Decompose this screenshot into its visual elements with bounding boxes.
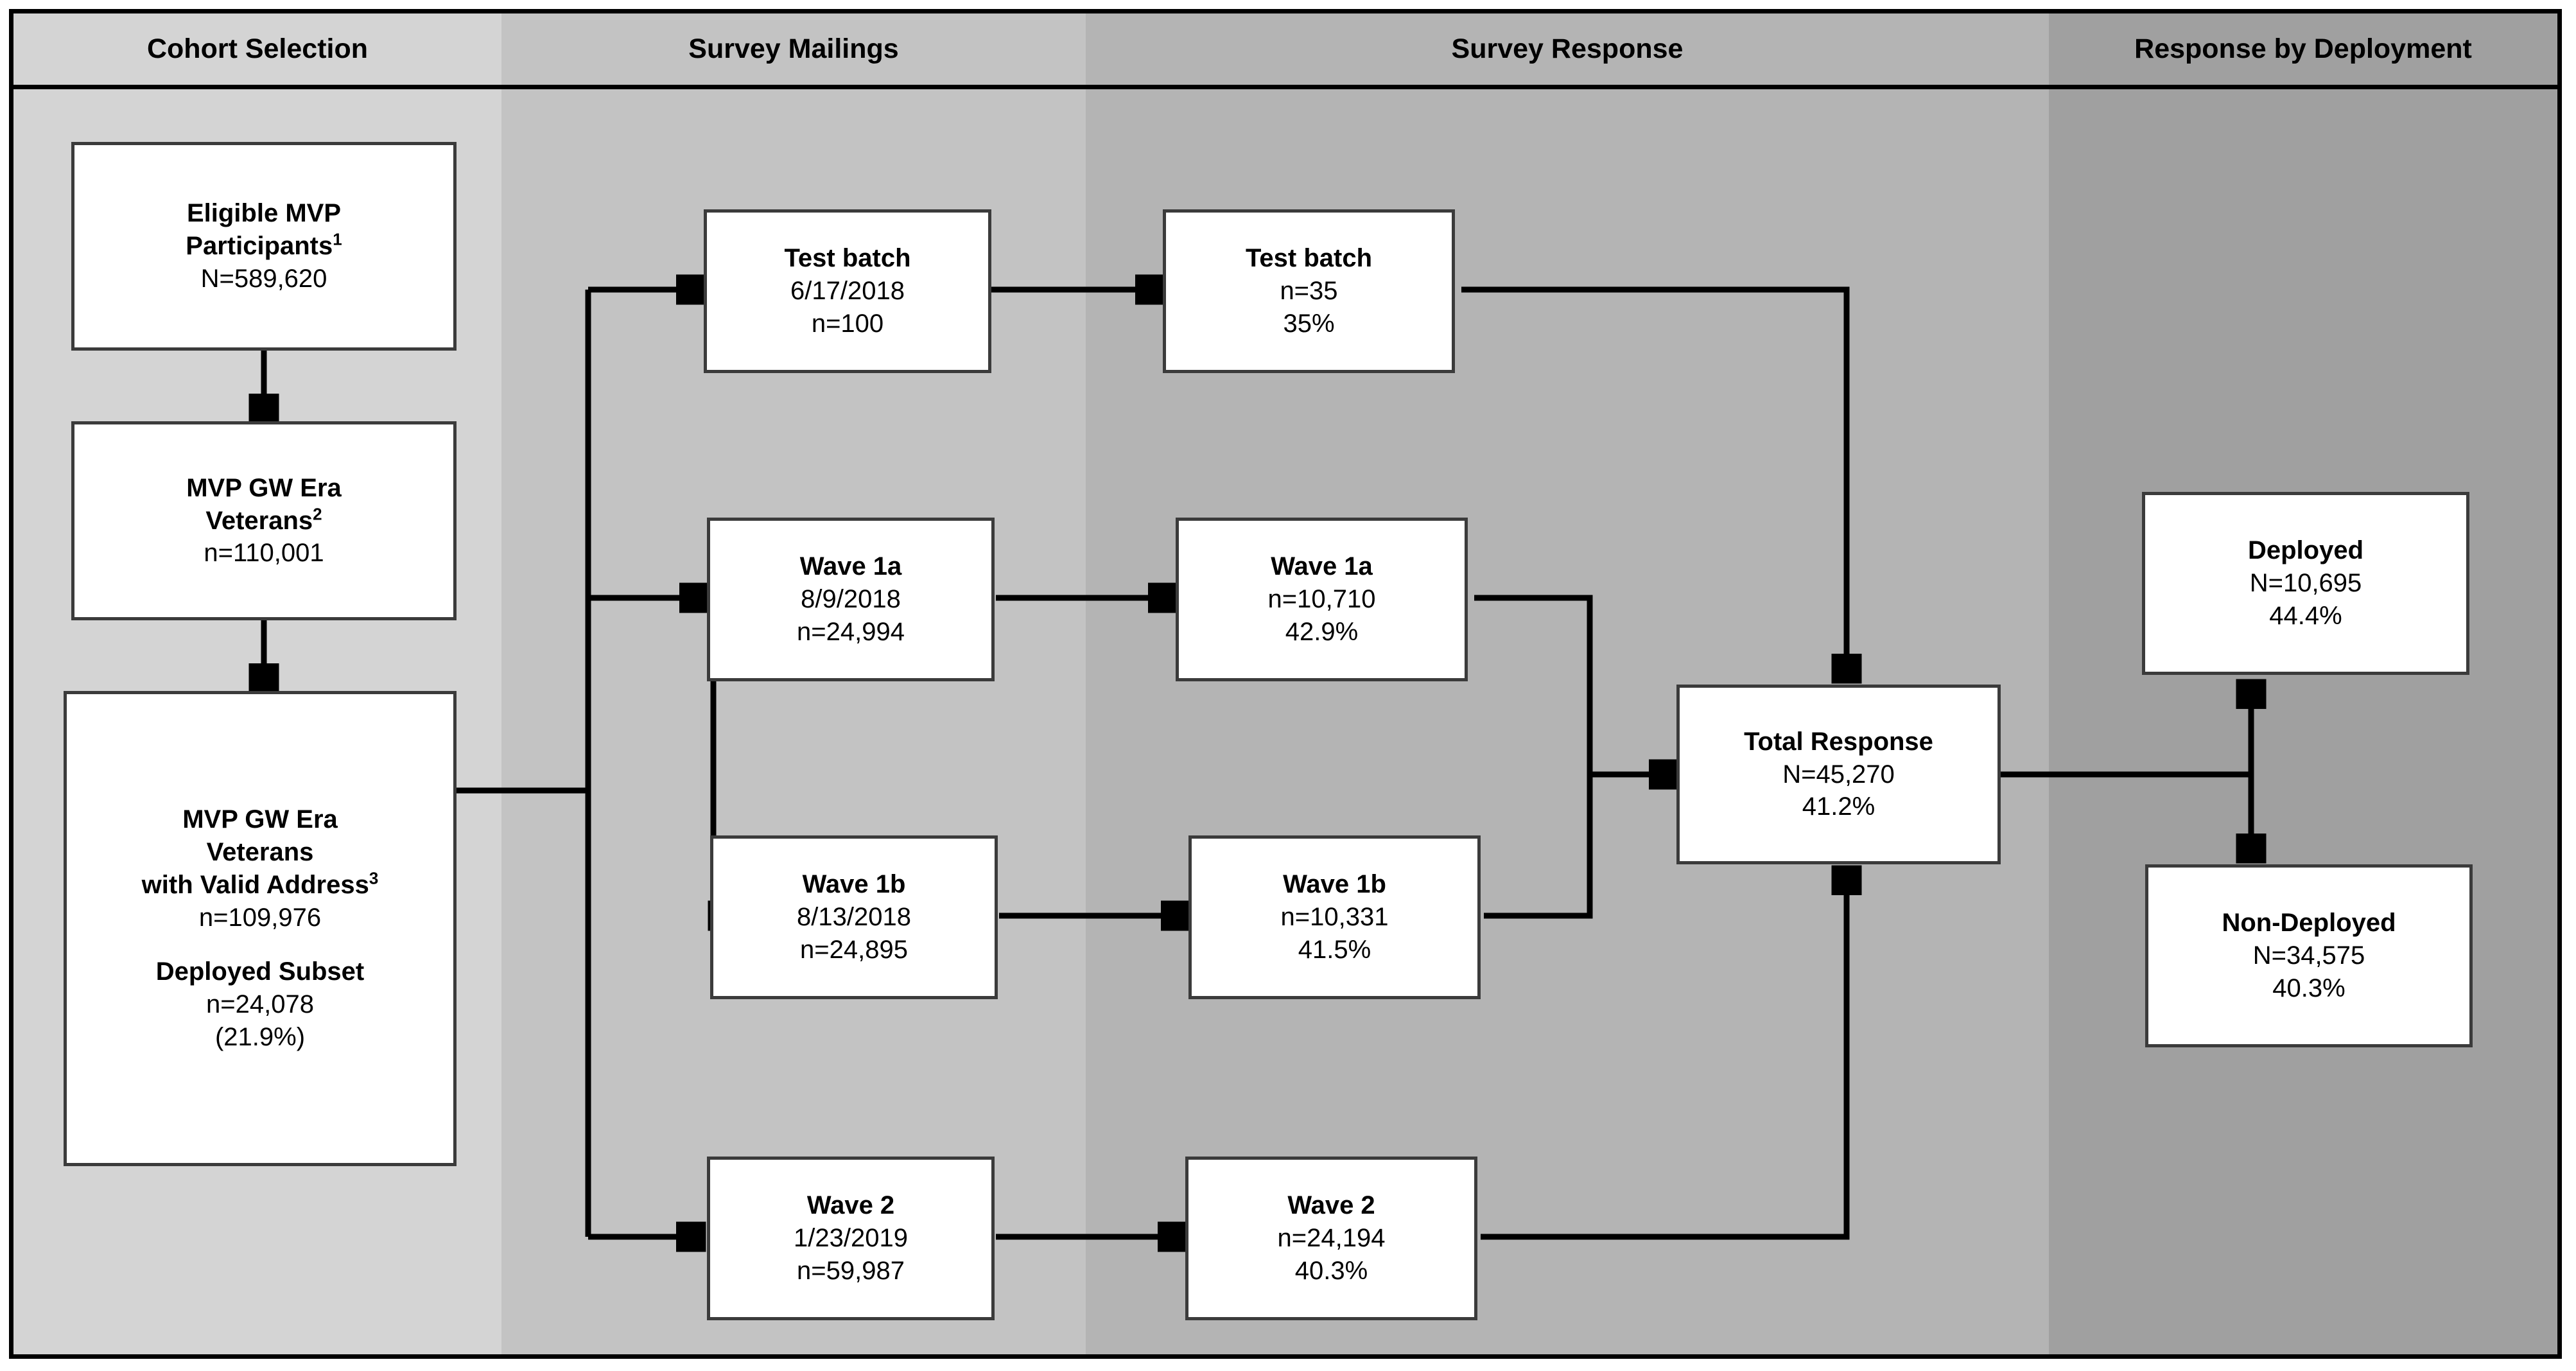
node-value-n: n=100 <box>811 309 884 338</box>
node-value-deployed-pct: (21.9%) <box>214 1022 306 1051</box>
node-non-deployed[interactable]: Non-Deployed N=34,575 40.3% <box>2145 864 2473 1047</box>
node-title: Wave 1b <box>1283 870 1386 899</box>
node-value-n: n=24,994 <box>797 617 905 646</box>
figure-frame: Cohort Selection Survey Mailings Survey … <box>9 9 2562 1359</box>
node-value-pct: 42.9% <box>1285 617 1359 646</box>
node-response-test-batch[interactable]: Test batch n=35 35% <box>1163 209 1455 373</box>
lane-header-response-by-deployment: Response by Deployment <box>2049 13 2557 85</box>
node-subtitle-deployed-subset: Deployed Subset <box>155 957 365 986</box>
node-title: Total Response <box>1744 727 1933 756</box>
node-mvp-gw-era-veterans[interactable]: MVP GW Era Veterans2 n=110,001 <box>71 421 457 620</box>
lane-header-survey-response: Survey Response <box>1086 13 2049 85</box>
node-value-n: n=10,331 <box>1280 903 1389 932</box>
node-value-n: n=10,710 <box>1267 585 1376 614</box>
node-mailing-wave-1b[interactable]: Wave 1b 8/13/2018 n=24,895 <box>710 835 998 999</box>
node-value-pct: 35% <box>1283 309 1335 338</box>
node-value-n: n=35 <box>1280 277 1338 306</box>
node-value-n: n=24,895 <box>800 935 908 964</box>
node-value-n: N=589,620 <box>200 264 327 293</box>
node-value-pct: 40.3% <box>2272 974 2345 1002</box>
node-total-response[interactable]: Total Response N=45,270 41.2% <box>1676 685 2001 864</box>
node-title: Wave 1b <box>802 870 906 899</box>
node-title: Test batch <box>1245 244 1373 273</box>
lane-header-cohort-selection: Cohort Selection <box>13 13 501 85</box>
node-value-n: n=110,001 <box>204 539 324 568</box>
lane-header-band: Cohort Selection Survey Mailings Survey … <box>13 13 2557 89</box>
node-value-n: n=109,976 <box>198 903 322 932</box>
node-value-n: N=45,270 <box>1782 760 1895 789</box>
node-response-wave-1a[interactable]: Wave 1a n=10,710 42.9% <box>1176 518 1468 681</box>
node-value-deployed-n: n=24,078 <box>206 990 314 1019</box>
node-value-pct: 44.4% <box>2269 601 2342 630</box>
node-title: Test batch <box>784 244 911 273</box>
node-title-line3: with Valid Address3 <box>141 868 379 899</box>
node-value-n: n=24,194 <box>1277 1224 1386 1253</box>
footnote-marker-3: 3 <box>369 868 379 888</box>
node-mailing-wave-1a[interactable]: Wave 1a 8/9/2018 n=24,994 <box>707 518 995 681</box>
node-date: 8/13/2018 <box>797 903 911 932</box>
node-title: Deployed <box>2247 536 2364 565</box>
node-response-wave-2[interactable]: Wave 2 n=24,194 40.3% <box>1185 1157 1477 1320</box>
node-title-line2: Participants1 <box>186 229 342 261</box>
node-date: 6/17/2018 <box>790 277 905 306</box>
node-response-wave-1b[interactable]: Wave 1b n=10,331 41.5% <box>1188 835 1481 999</box>
node-deployed[interactable]: Deployed N=10,695 44.4% <box>2142 492 2469 675</box>
node-mvp-gw-era-veterans-valid-address[interactable]: MVP GW Era Veterans with Valid Address3 … <box>64 691 457 1166</box>
node-value-pct: 40.3% <box>1294 1256 1368 1285</box>
node-value-n: n=59,987 <box>797 1256 905 1285</box>
node-date: 1/23/2019 <box>794 1224 908 1253</box>
node-eligible-mvp-participants[interactable]: Eligible MVP Participants1 N=589,620 <box>71 142 457 351</box>
node-value-n: N=10,695 <box>2249 569 2362 598</box>
node-mailing-test-batch[interactable]: Test batch 6/17/2018 n=100 <box>704 209 991 373</box>
node-title-line2: Veterans <box>206 838 314 866</box>
node-title: Wave 2 <box>1287 1191 1375 1220</box>
node-title: Non-Deployed <box>2222 909 2396 938</box>
node-title: Wave 1a <box>1271 552 1373 581</box>
footnote-marker-1: 1 <box>333 229 342 249</box>
node-mailing-wave-2[interactable]: Wave 2 1/23/2019 n=59,987 <box>707 1157 995 1320</box>
node-value-pct: 41.2% <box>1802 792 1875 821</box>
lane-header-survey-mailings: Survey Mailings <box>501 13 1086 85</box>
node-title: Wave 1a <box>799 552 902 581</box>
node-value-n: N=34,575 <box>2252 941 2365 970</box>
node-title: Wave 2 <box>806 1191 895 1220</box>
node-date: 8/9/2018 <box>801 585 901 614</box>
node-title-line1: MVP GW Era <box>182 805 338 834</box>
lane-background-response-by-deployment <box>2049 13 2557 1354</box>
footnote-marker-2: 2 <box>313 504 322 524</box>
node-title-line1: Eligible MVP <box>186 199 342 228</box>
node-value-pct: 41.5% <box>1298 935 1371 964</box>
node-title-line2: Veterans2 <box>205 504 322 535</box>
node-title-line1: MVP GW Era <box>186 473 342 502</box>
